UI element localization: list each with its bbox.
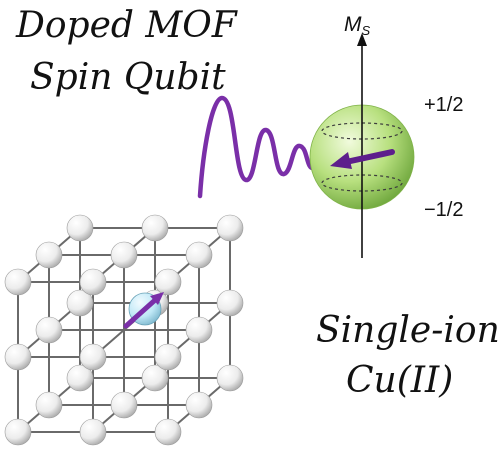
lattice-node: [79, 418, 107, 446]
lattice-node: [185, 391, 213, 419]
lattice-node: [154, 343, 182, 371]
lattice-node: [141, 364, 169, 392]
sphere-spin-arrowhead: [330, 152, 352, 169]
upper-latitude-ring: [321, 122, 403, 140]
title-line-2: Spin Qubit: [30, 57, 226, 98]
wave-path: [197, 95, 333, 199]
lattice-node: [216, 214, 244, 242]
lattice-node: [110, 241, 138, 269]
lattice-node: [154, 268, 182, 296]
lattice-node: [79, 343, 107, 371]
title-line-1: Doped MOF: [15, 5, 239, 46]
lattice-node: [216, 364, 244, 392]
lattice-node: [35, 316, 63, 344]
lattice-node: [66, 289, 94, 317]
upper-state-label: +1/2: [424, 94, 463, 116]
dopant-ion: [123, 292, 164, 329]
lattice-nodes: [4, 214, 244, 446]
lattice-node: [35, 241, 63, 269]
lattice-node: [4, 418, 32, 446]
lattice-node: [216, 289, 244, 317]
lattice-node: [110, 391, 138, 419]
ms-subscript: S: [362, 23, 371, 38]
lattice-node: [66, 364, 94, 392]
lattice-node: [66, 214, 94, 242]
lower-state-label: −1/2: [424, 199, 463, 221]
sphere-spin-arrow-shaft: [343, 149, 395, 165]
lower-latitude-ring: [321, 174, 403, 192]
lattice-node: [141, 214, 169, 242]
bloch-sphere: [309, 33, 415, 258]
lattice-node: [4, 268, 32, 296]
caption-line-1: Single-ion: [316, 310, 500, 351]
ms-symbol: M: [344, 13, 362, 36]
ms-axis-label: MS: [344, 13, 371, 38]
dopant-spin-arrow-shaft: [123, 298, 157, 329]
lattice-node: [154, 418, 182, 446]
caption-line-2: Cu(II): [346, 360, 453, 401]
lattice-node: [79, 268, 107, 296]
dopant-spin-arrowhead: [150, 292, 164, 305]
ms-axis-arrowhead: [357, 33, 367, 46]
lattice-node: [185, 241, 213, 269]
lattice-node: [35, 391, 63, 419]
lattice-node: [185, 316, 213, 344]
lattice-node: [4, 343, 32, 371]
